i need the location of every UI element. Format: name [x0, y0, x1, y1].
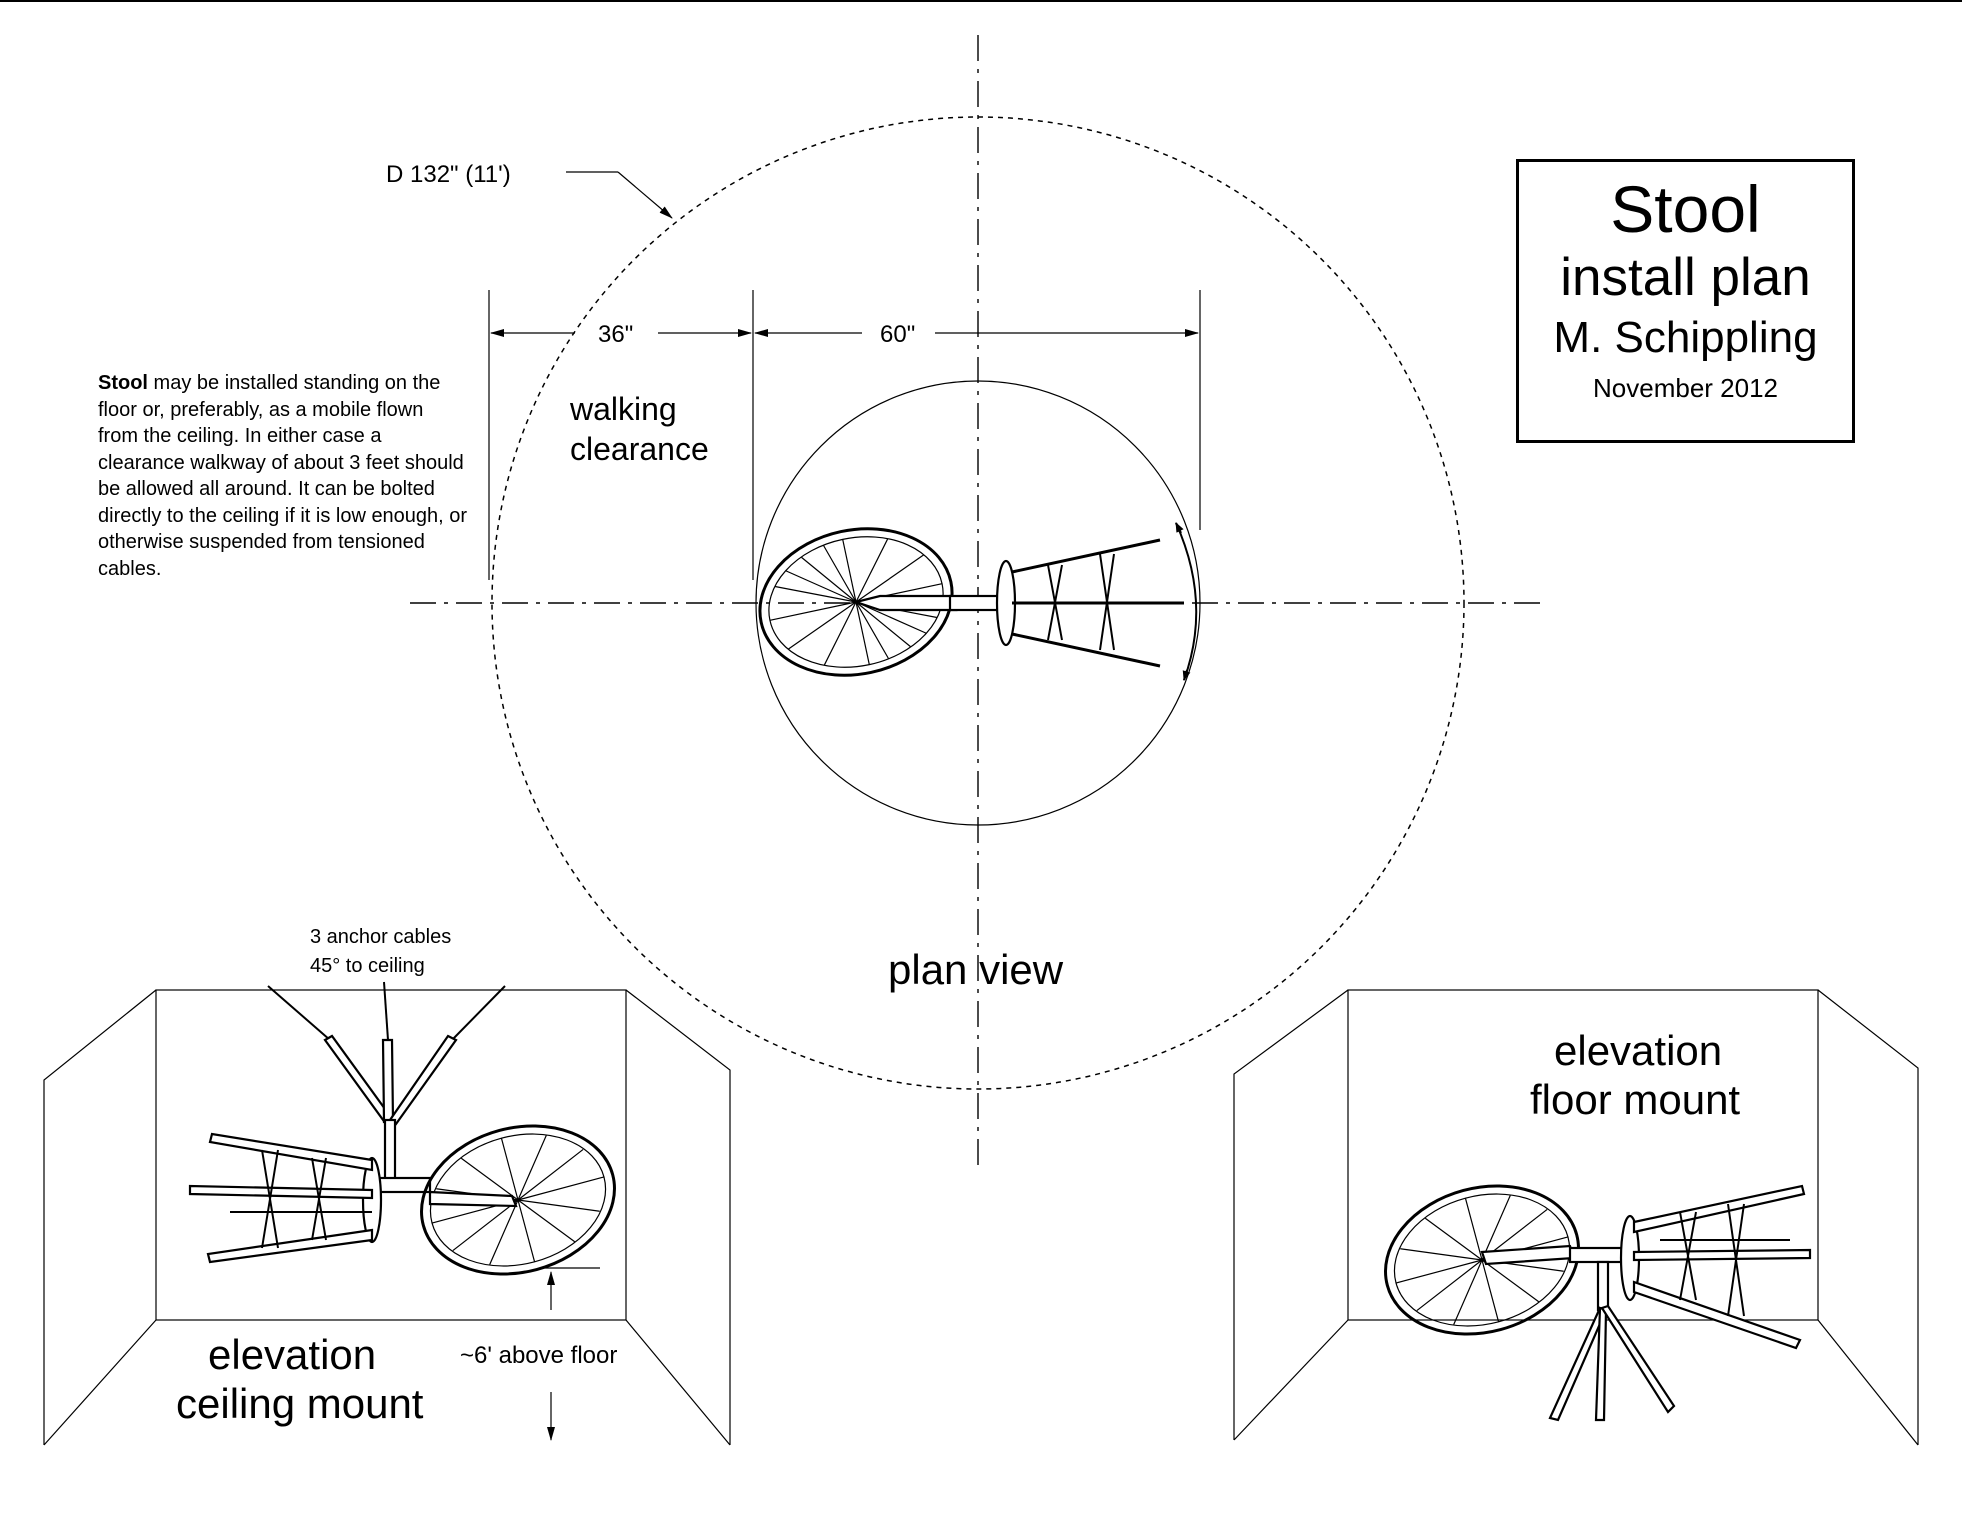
rungs-plan [1047, 553, 1115, 651]
leg-plan-top [1011, 538, 1161, 574]
axle-floor [1568, 1246, 1630, 1264]
height-label: ~6' above floor [460, 1342, 617, 1369]
legs-ceiling [188, 1132, 374, 1264]
hanger-arms [323, 1034, 458, 1182]
cables-label-line2: 45° to ceiling [310, 955, 425, 977]
rotation-arc-arrow-top [1175, 522, 1184, 534]
ceiling-label-line2: ceiling mount [176, 1380, 424, 1427]
rungs-floor [1660, 1203, 1790, 1317]
dim-sculpture-label: 60" [880, 321, 915, 348]
diameter-leader-arrow [617, 171, 673, 219]
note-bold-lead: Stool [98, 372, 148, 394]
wheel-floor [1384, 1184, 1580, 1336]
note-body: may be installed standing on the floor o… [98, 372, 468, 580]
wheel-floor-spokes [1395, 1195, 1569, 1325]
anchor-cables [267, 981, 506, 1041]
dim-clearance-label: 36" [598, 321, 633, 348]
plan-view: D 132" (11') 36" 60" walking clearance [386, 35, 1548, 1170]
tripod-legs [1548, 1304, 1676, 1422]
clearance-circle [491, 116, 1465, 1090]
cables-label-line1: 3 anchor cables [310, 926, 451, 948]
sculpture-plan [758, 527, 1184, 677]
seat-ceiling [361, 1156, 383, 1244]
floor-label-line2: floor mount [1530, 1076, 1740, 1123]
clearance-label-line2: clearance [570, 431, 709, 467]
rungs-ceiling [230, 1149, 372, 1249]
clearance-label-line1: walking [569, 391, 677, 427]
plan-view-label: plan view [888, 946, 1064, 993]
axle-plan [948, 594, 1004, 612]
rotation-arc [1175, 522, 1198, 681]
title: Stool [1610, 172, 1761, 246]
install-note: Stool may be installed standing on the f… [98, 370, 468, 582]
elevation-ceiling-mount: 3 anchor cables 45° to ceiling [43, 926, 731, 1446]
subtitle: install plan [1560, 248, 1811, 307]
title-block: Stool install plan M. Schippling Novembe… [1516, 159, 1855, 443]
room-floor [1233, 989, 1919, 1446]
author: M. Schippling [1553, 313, 1818, 362]
wheel-ceiling [420, 1124, 616, 1276]
stand-post [1596, 1260, 1610, 1312]
leg-plan-bottom [1011, 632, 1161, 668]
legs-floor [1632, 1184, 1812, 1350]
elevation-floor-mount: elevation floor mount [1233, 989, 1919, 1446]
diameter-label: D 132" (11') [386, 161, 511, 188]
room-ceiling [43, 989, 731, 1446]
fork-plan [852, 594, 958, 612]
date: November 2012 [1593, 373, 1778, 403]
floor-label-line1: elevation [1554, 1027, 1722, 1074]
ceiling-label-line1: elevation [208, 1331, 376, 1378]
fork-ceiling [428, 1190, 518, 1208]
wheel-ceiling-spokes [431, 1135, 605, 1265]
rotation-arc-arrow-bottom [1182, 669, 1191, 681]
